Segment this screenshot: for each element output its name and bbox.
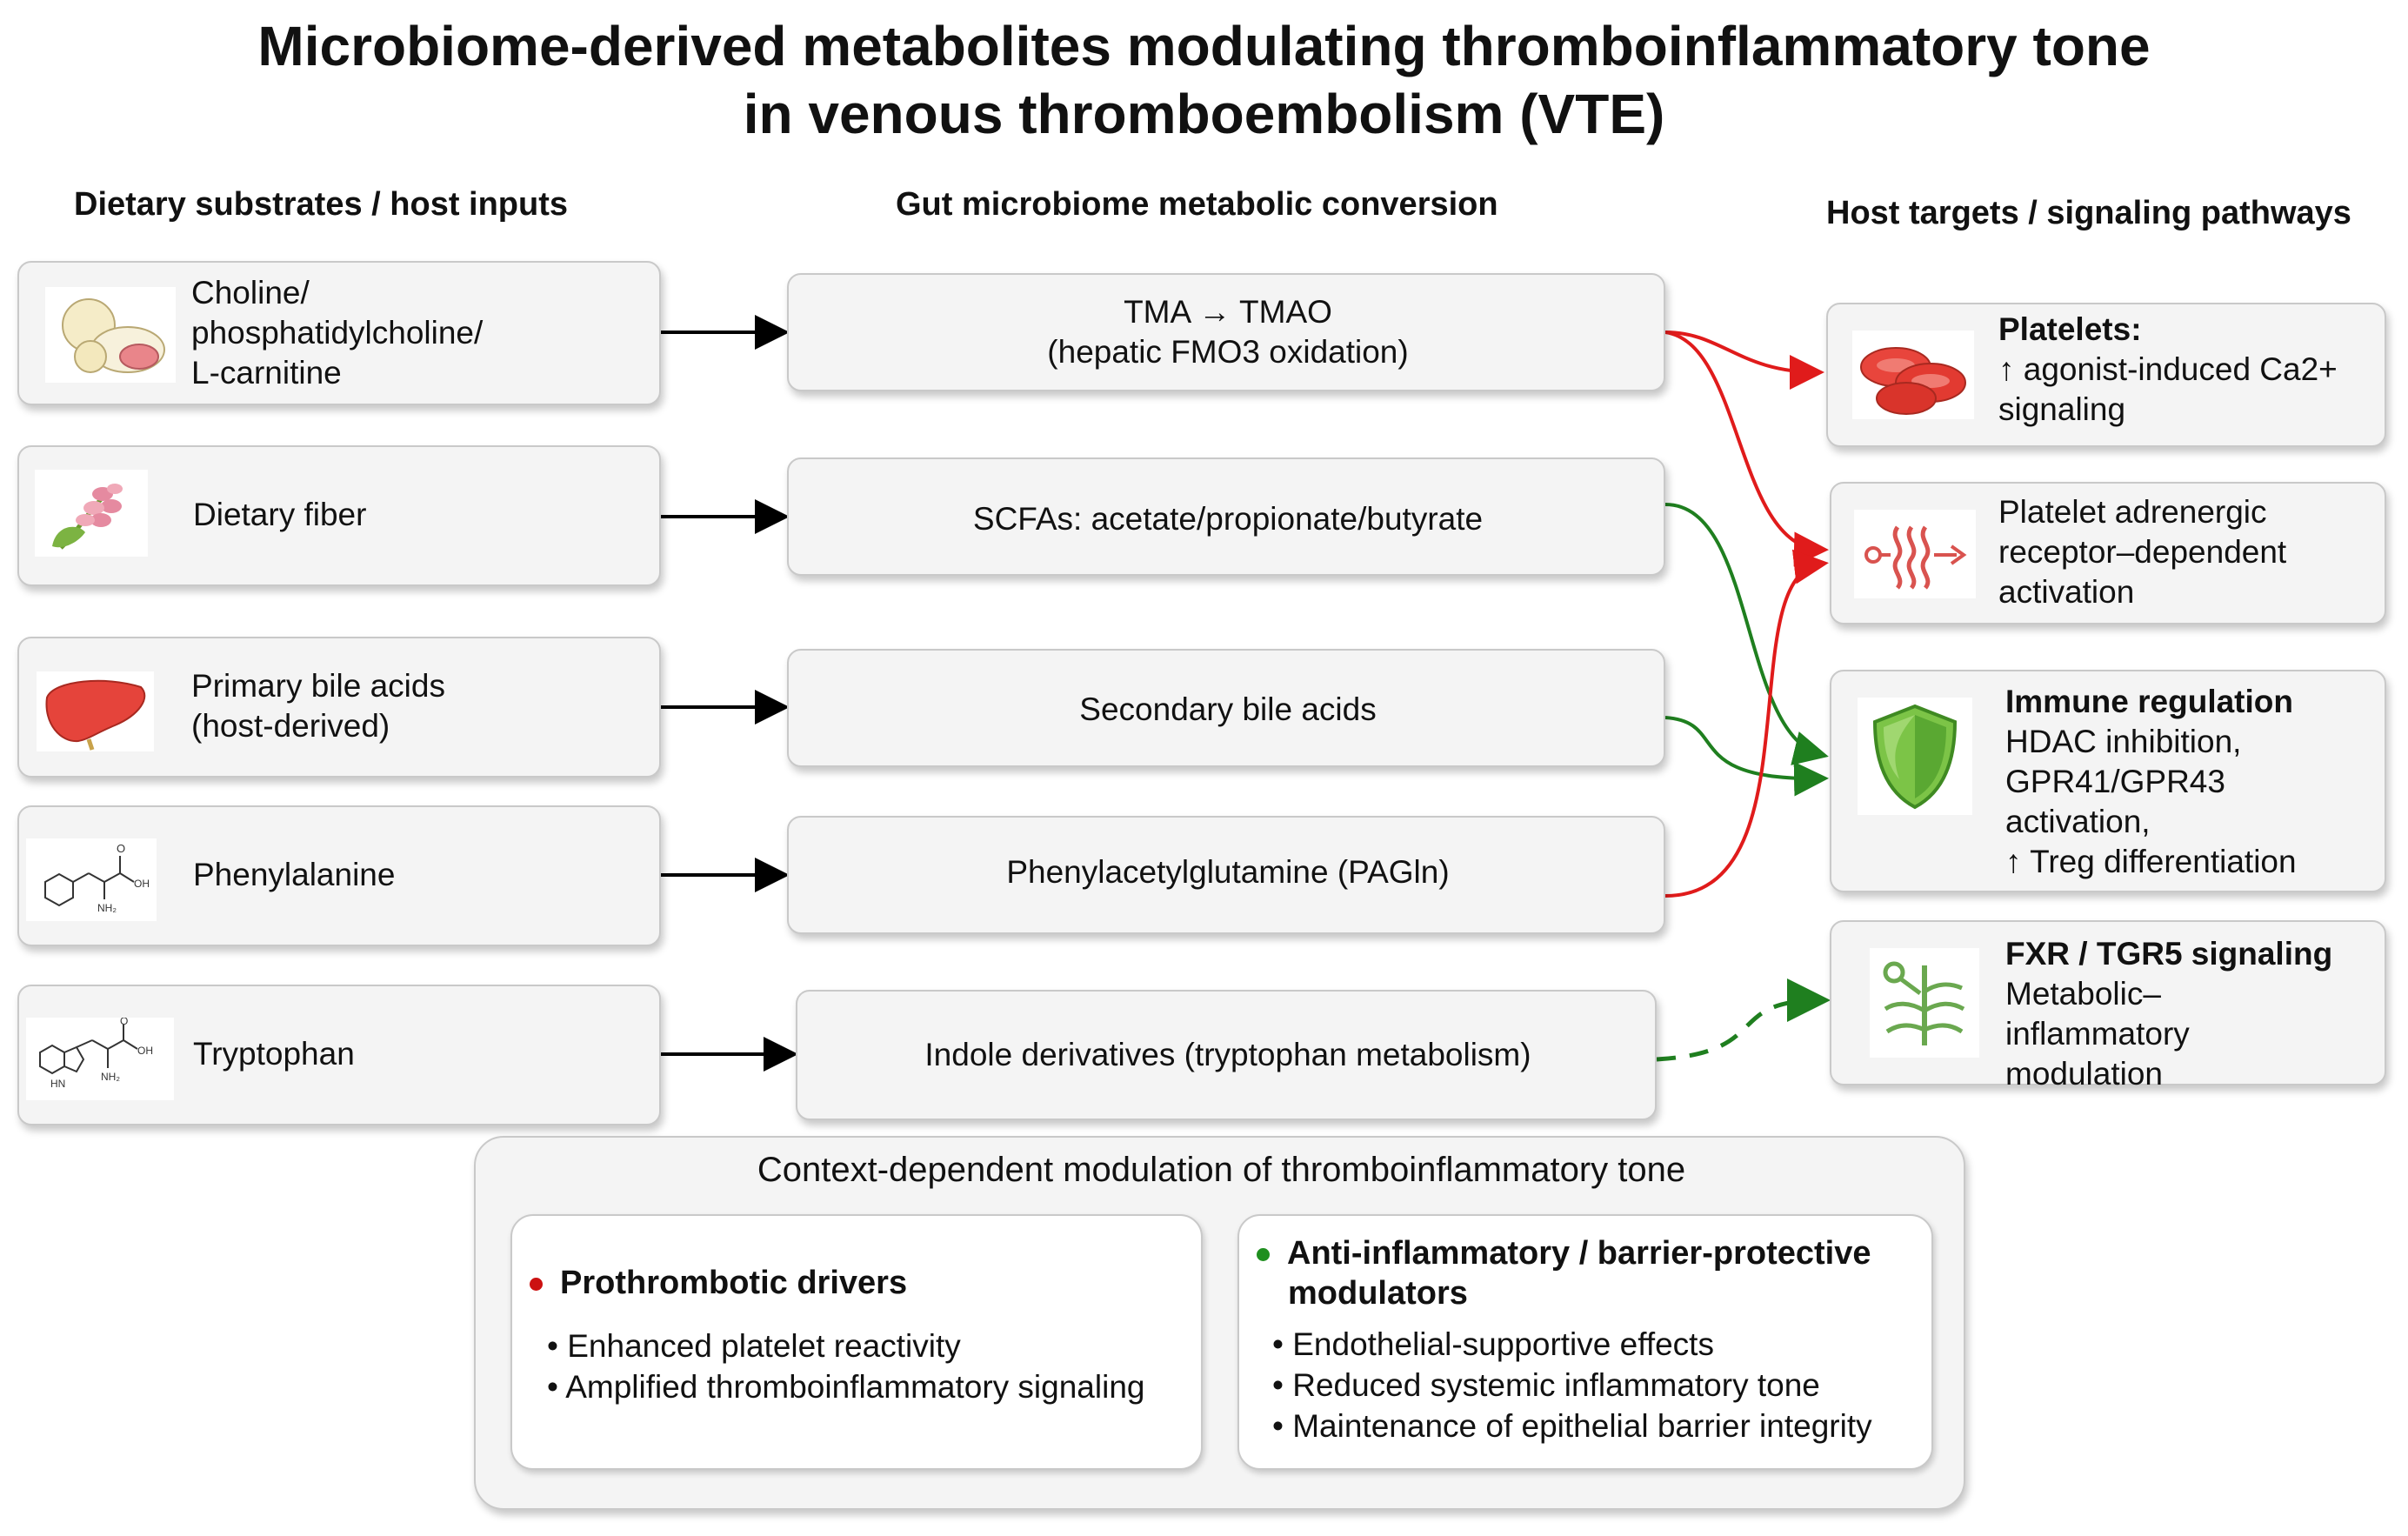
arrow-scfa-to-immune: [1664, 503, 1829, 765]
protective-panel: Anti-inflammatory / barrier-protective m…: [1237, 1214, 1933, 1470]
prothrombotic-title: Prothrombotic drivers: [560, 1265, 908, 1301]
target-text-adrenergic: Platelet adrenergic receptor–dependent a…: [1998, 494, 2287, 610]
column-heading-inputs: Dietary substrates / host inputs: [74, 186, 569, 223]
input-label-bile-acids: Primary bile acids (host-derived): [191, 668, 445, 744]
target-box-adrenergic: Platelet adrenergic receptor–dependent a…: [1830, 482, 2386, 624]
conversion-box-tmao: TMA → TMAO (hepatic FMO3 oxidation): [787, 273, 1665, 391]
tryptophan-structure-icon: O OH NH₂ HN: [26, 1018, 174, 1100]
conversion-label-indole: Indole derivatives (tryptophan metabolis…: [924, 1037, 1531, 1072]
protective-title-line-1: Anti-inflammatory / barrier-protective: [1287, 1235, 1871, 1272]
prothrombotic-list: • Enhanced platelet reactivity • Amplifi…: [547, 1326, 1144, 1407]
prothrombotic-panel: Prothrombotic drivers • Enhanced platele…: [510, 1214, 1203, 1470]
list-item: • Endothelial-supportive effects: [1272, 1326, 1714, 1362]
target-title-fxr-tgr5: FXR / TGR5 signaling: [2005, 936, 2333, 972]
target-title-immune: Immune regulation: [2005, 684, 2293, 719]
target-text-immune: Immune regulation HDAC inhibition, GPR41…: [2005, 684, 2297, 879]
arrow-indole-to-fxr: [1656, 978, 1831, 1062]
list-item: • Maintenance of epithelial barrier inte…: [1272, 1408, 1872, 1444]
list-item: • Enhanced platelet reactivity: [547, 1328, 961, 1364]
amine-label: NH₂: [97, 902, 117, 914]
input-label-choline: Choline/ phosphatidylcholine/ L-carnitin…: [191, 275, 484, 391]
prothrombotic-heading: Prothrombotic drivers: [530, 1263, 907, 1303]
target-box-immune: Immune regulation HDAC inhibition, GPR41…: [1830, 670, 2386, 892]
title-line-1: Microbiome-derived metabolites modulatin…: [257, 15, 2151, 77]
target-box-platelets: Platelets: ↑ agonist-induced Ca2+ signal…: [1826, 303, 2386, 447]
hydroxyl-label: OH: [137, 1045, 153, 1057]
column-heading-conversion: Gut microbiome metabolic conversion: [896, 186, 1498, 223]
title-line-2: in venous thromboembolism (VTE): [743, 83, 1665, 145]
target-text-platelets: Platelets: ↑ agonist-induced Ca2+ signal…: [1998, 311, 2338, 427]
conversion-box-pagln: Phenylacetylglutamine (PAGln): [787, 816, 1665, 934]
input-label-phenylalanine: Phenylalanine: [193, 857, 396, 892]
arrow-tmao-to-platelets: [1664, 331, 1824, 390]
protective-heading: Anti-inflammatory / barrier-protective m…: [1257, 1233, 1871, 1313]
amine-label: NH₂: [101, 1071, 120, 1083]
protective-title-line-2: modulators: [1288, 1275, 1468, 1312]
input-label-tryptophan: Tryptophan: [193, 1036, 355, 1072]
target-box-fxr-tgr5: FXR / TGR5 signaling Metabolic– inflamma…: [1830, 920, 2386, 1092]
target-text-fxr-tgr5: FXR / TGR5 signaling Metabolic– inflamma…: [2005, 936, 2333, 1092]
target-title-platelets: Platelets:: [1998, 311, 2142, 347]
input-box-tryptophan: O OH NH₂ HN Tryptophan: [17, 985, 661, 1125]
receptor-signaling-icon: [1870, 948, 1979, 1058]
input-box-choline: Choline/ phosphatidylcholine/ L-carnitin…: [17, 261, 661, 405]
conversion-box-secondary-bile-acids: Secondary bile acids: [787, 649, 1665, 767]
column-heading-targets: Host targets / signaling pathways: [1826, 195, 2351, 231]
conversion-label-tmao: TMA → TMAO (hepatic FMO3 oxidation): [1047, 294, 1409, 370]
input-box-fiber: Dietary fiber: [17, 445, 661, 586]
phenylalanine-structure-icon: O OH NH₂: [26, 838, 157, 921]
conversion-box-scfa: SCFAs: acetate/propionate/butyrate: [787, 457, 1665, 576]
oxygen-label: O: [117, 842, 125, 855]
ring-nh-label: HN: [50, 1078, 65, 1090]
input-box-phenylalanine: O OH NH₂ Phenylalanine: [17, 805, 661, 946]
input-box-bile-acids: Primary bile acids (host-derived): [17, 637, 661, 778]
adrenergic-receptor-icon: [1854, 510, 1976, 598]
grain-plant-icon: [35, 470, 148, 557]
hydroxyl-label: OH: [134, 878, 150, 890]
liver-icon: [37, 671, 154, 751]
context-panel: Context-dependent modulation of thromboi…: [474, 1136, 1965, 1510]
input-label-fiber: Dietary fiber: [193, 497, 367, 532]
list-item: • Amplified thromboinflammatory signalin…: [547, 1369, 1145, 1405]
arrow-secondary-to-immune: [1664, 716, 1829, 797]
context-title: Context-dependent modulation of thromboi…: [757, 1151, 1686, 1189]
shield-icon: [1858, 698, 1972, 815]
figure-title: Microbiome-derived metabolites modulatin…: [0, 12, 2408, 148]
conversion-label-pagln: Phenylacetylglutamine (PAGln): [1006, 854, 1450, 890]
oxygen-label: O: [120, 1018, 128, 1027]
green-dot-icon: [1257, 1248, 1270, 1262]
list-item: • Reduced systemic inflammatory tone: [1272, 1367, 1820, 1403]
red-dot-icon: [530, 1278, 543, 1292]
conversion-label-secondary-bile-acids: Secondary bile acids: [1079, 691, 1377, 727]
arrow-tmao-to-adrenergic: [1664, 331, 1829, 567]
protective-list: • Endothelial-supportive effects • Reduc…: [1272, 1324, 1872, 1446]
nutrient-pills-icon: [45, 287, 176, 383]
platelets-icon: [1852, 331, 1974, 419]
arrow-pagln-to-adrenergic: [1664, 549, 1829, 898]
conversion-box-indole: Indole derivatives (tryptophan metabolis…: [796, 990, 1657, 1120]
conversion-label-scfa: SCFAs: acetate/propionate/butyrate: [972, 501, 1484, 537]
